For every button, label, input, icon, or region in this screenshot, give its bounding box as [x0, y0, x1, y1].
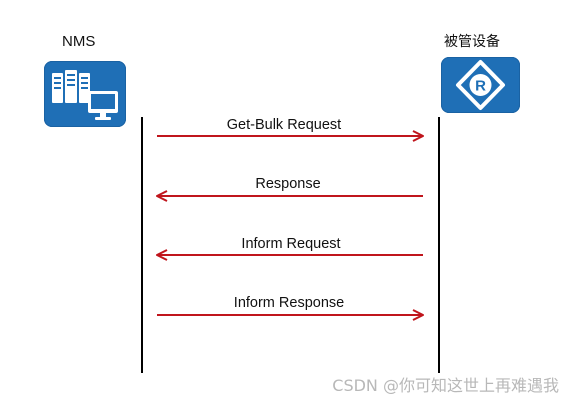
device-lifeline — [438, 117, 440, 373]
arrow-head-response — [156, 190, 168, 202]
svg-text:R: R — [475, 78, 486, 95]
message-label-inform-request: Inform Request — [241, 236, 341, 252]
message-label-get-bulk-request: Get-Bulk Request — [226, 117, 342, 133]
router-icon: R — [441, 57, 520, 113]
nms-lifeline — [141, 117, 143, 373]
arrow-head-get-bulk-request — [412, 130, 424, 142]
message-label-inform-response: Inform Response — [233, 295, 345, 311]
nms-label: NMS — [62, 33, 96, 50]
arrow-head-inform-response — [412, 309, 424, 321]
watermark: CSDN @你可知这世上再难遇我 — [332, 376, 559, 395]
arrow-head-inform-request — [156, 249, 168, 261]
message-label-response: Response — [255, 176, 321, 192]
server-monitor-icon — [44, 61, 126, 127]
managed-device-label: 被管设备 — [444, 34, 500, 50]
